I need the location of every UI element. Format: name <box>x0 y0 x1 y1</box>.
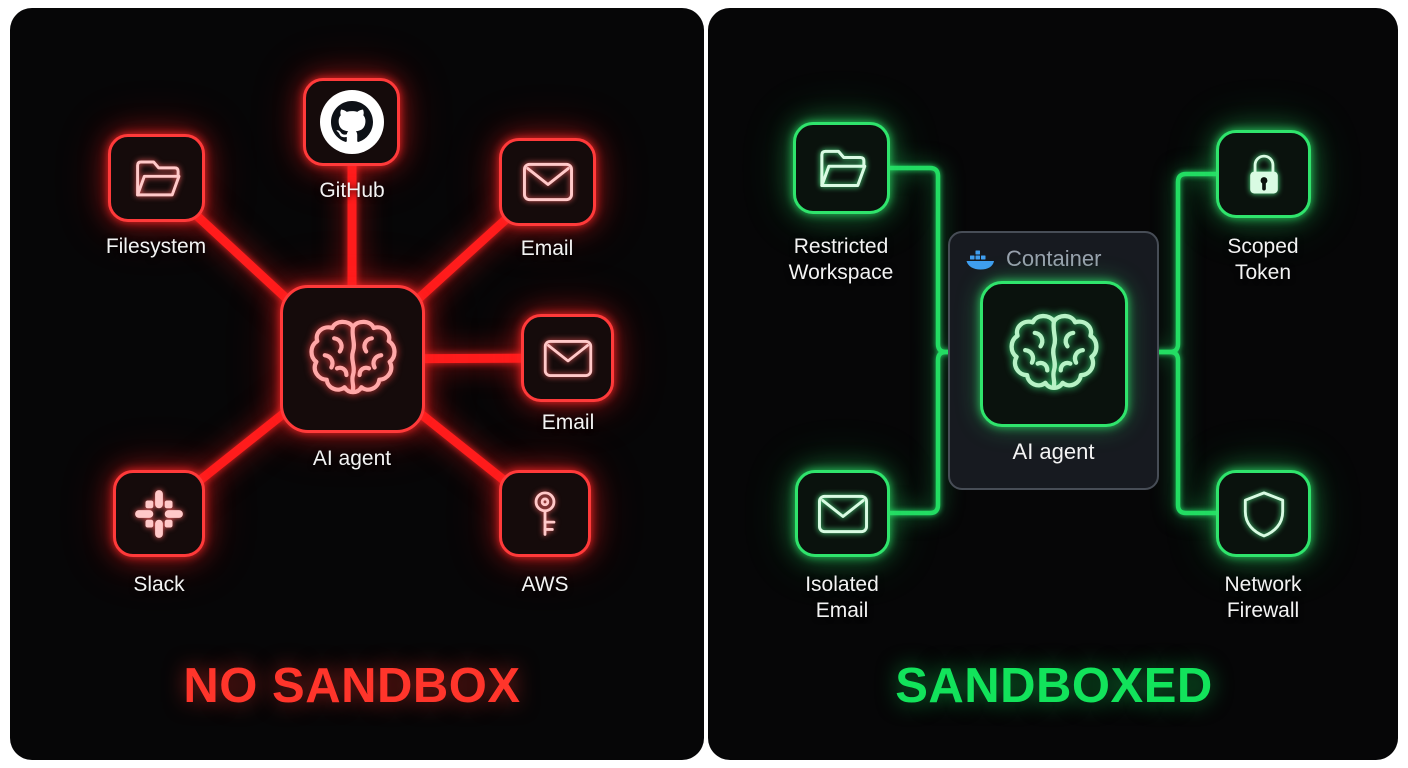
envelope-icon <box>816 493 870 535</box>
node-scoped-token <box>1216 130 1311 218</box>
node-aws <box>499 470 591 557</box>
envelope-icon <box>542 338 594 379</box>
ai-agent-label: AI agent <box>312 447 392 470</box>
key-icon <box>519 488 571 540</box>
brain-icon <box>306 312 400 406</box>
node-label-email-right: Email <box>541 411 595 434</box>
node-label-isolated-email: Isolated Email <box>805 573 879 622</box>
shield-icon <box>1238 488 1290 540</box>
node-label-aws: AWS <box>521 573 569 596</box>
ai-agent-node <box>280 285 425 433</box>
node-github <box>303 78 400 166</box>
github-icon <box>319 90 384 154</box>
envelope-icon <box>521 161 575 203</box>
node-filesystem <box>108 134 205 222</box>
ai-agent-label-sandboxed: AI agent <box>1012 439 1095 464</box>
container-box: Container AI agent <box>948 231 1159 490</box>
node-label-filesystem: Filesystem <box>105 235 207 258</box>
node-isolated-email <box>795 470 890 557</box>
node-label-slack: Slack <box>133 573 185 596</box>
brain-icon <box>1006 306 1102 402</box>
node-network-firewall <box>1216 470 1311 557</box>
folder-icon <box>130 151 184 205</box>
folder-icon <box>814 140 870 196</box>
node-label-scoped-token: Scoped Token <box>1227 235 1299 284</box>
sandboxed-title: SANDBOXED <box>895 659 1213 713</box>
node-restricted-workspace <box>793 122 890 214</box>
lock-icon <box>1238 148 1290 200</box>
ai-agent-node-sandboxed <box>979 281 1128 427</box>
docker-icon <box>965 248 997 271</box>
container-label: Container <box>1006 246 1102 271</box>
slack-icon <box>133 488 185 540</box>
node-email-top <box>499 138 596 226</box>
node-slack <box>113 470 205 557</box>
node-label-github: GitHub <box>319 179 385 202</box>
node-label-network-firewall: Network Firewall <box>1224 573 1302 622</box>
container-header: Container <box>950 233 1157 272</box>
node-label-email-top: Email <box>520 237 574 260</box>
node-email-right <box>521 314 614 402</box>
no-sandbox-title: NO SANDBOX <box>183 659 521 713</box>
node-label-restricted-workspace: Restricted Workspace <box>788 235 894 284</box>
